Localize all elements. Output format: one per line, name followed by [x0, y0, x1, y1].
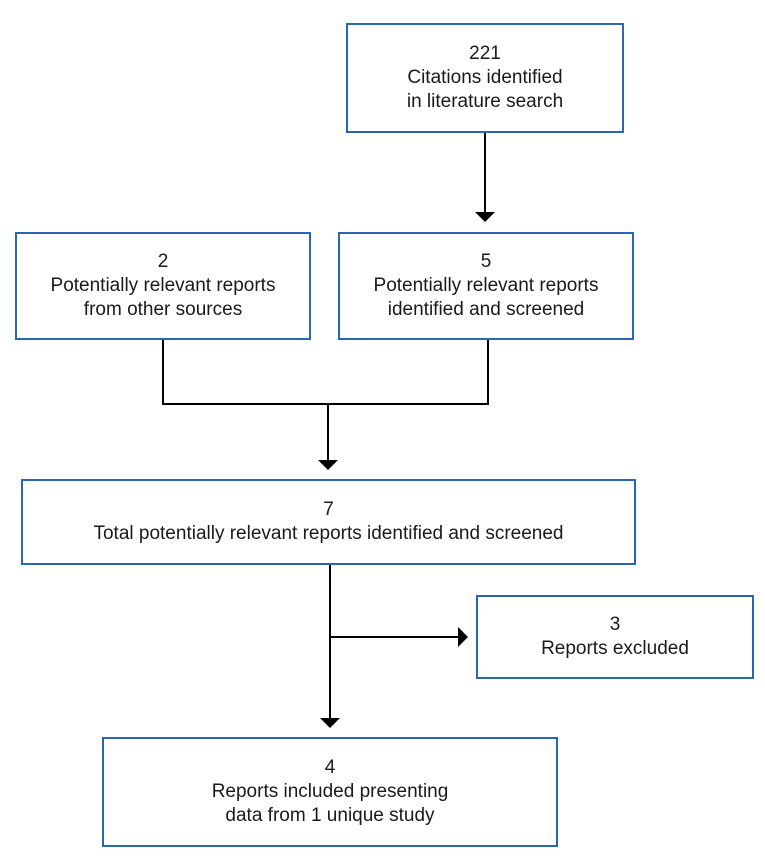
other-sources-label-line2: from other sources	[83, 299, 243, 320]
other-sources-label-line1: Potentially relevant reports	[50, 275, 276, 296]
included-label-line2: data from 1 unique study	[225, 805, 435, 826]
included-count: 4	[324, 757, 336, 778]
search-label-line2: in literature search	[406, 91, 564, 112]
total-count: 7	[323, 499, 334, 520]
connector-merge-to-total	[162, 340, 489, 405]
arrowhead-down-icon	[318, 460, 338, 470]
arrowhead-down-icon	[475, 212, 495, 222]
screened-reports-box: 5 Potentially relevant reports identifie…	[338, 232, 634, 340]
total-reports-box: 7 Total potentially relevant reports ide…	[21, 479, 636, 565]
arrowhead-down-icon	[320, 718, 340, 728]
excluded-count: 3	[609, 614, 621, 635]
screened-label-line1: Potentially relevant reports	[373, 275, 599, 296]
search-label-line1: Citations identified	[407, 67, 563, 88]
screened-label-line2: identified and screened	[387, 299, 585, 320]
included-label-line1: Reports included presenting	[211, 781, 449, 802]
excluded-label: Reports excluded	[541, 638, 689, 659]
search-count: 221	[469, 43, 501, 64]
search-results-box: 221 Citations identified in literature s…	[346, 23, 624, 133]
excluded-reports-box: 3 Reports excluded	[476, 595, 754, 679]
screened-count: 5	[480, 251, 492, 272]
arrowhead-right-icon	[458, 627, 468, 647]
total-label: Total potentially relevant reports ident…	[93, 523, 564, 544]
included-reports-box: 4 Reports included presenting data from …	[102, 737, 558, 847]
other-sources-count: 2	[157, 251, 169, 272]
other-sources-box: 2 Potentially relevant reports from othe…	[15, 232, 311, 340]
